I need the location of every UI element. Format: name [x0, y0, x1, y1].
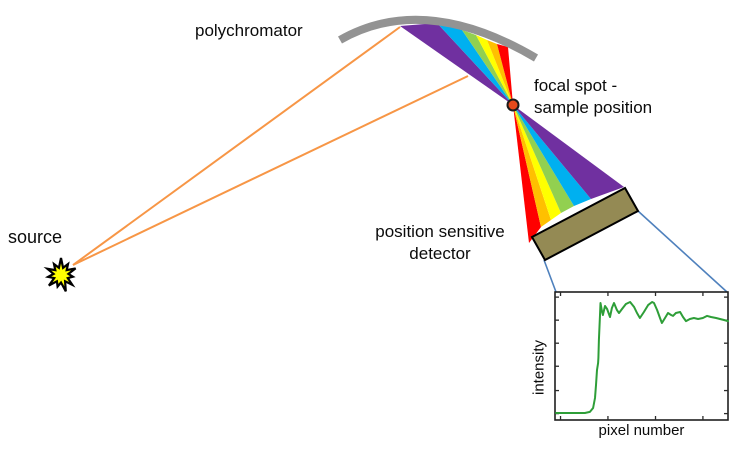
inset-intensity-chart — [554, 291, 729, 421]
leader-line-left — [543, 259, 557, 293]
polychromator-mirror — [338, 15, 539, 62]
fan-lower-yellow-band — [513, 105, 561, 220]
detector-slab — [530, 186, 640, 262]
leader-line-right — [637, 210, 728, 293]
fan-lower-blue-band — [513, 105, 591, 206]
fan-lower-red-band — [513, 105, 541, 243]
intensity-curve — [555, 301, 729, 414]
source-label: source — [8, 227, 63, 247]
fan-upper-violet-band — [400, 23, 513, 105]
fan-lower-orange-band — [513, 105, 551, 227]
focal-spot-label-line2: sample position — [534, 98, 653, 117]
detector-label: position sensitive detector — [350, 221, 530, 265]
chart-ylabel: intensity — [530, 339, 548, 396]
source-ray-lower — [72, 75, 469, 266]
source-starburst-icon — [43, 257, 77, 292]
source-ray-upper — [72, 26, 401, 266]
fan-upper-red-band — [497, 44, 513, 105]
focal-spot-label-line1: focal spot - — [534, 76, 618, 95]
chart-xlabel: pixel number — [598, 422, 685, 439]
fan-upper-green-band — [462, 30, 513, 105]
detector-label-line2: detector — [409, 244, 471, 263]
focal-spot-label: focal spot - sample position — [534, 75, 652, 119]
chart-axis-ticks — [555, 292, 728, 420]
fan-upper-orange-band — [487, 40, 513, 105]
chart-frame — [554, 291, 729, 421]
detector-label-line1: position sensitive — [375, 222, 505, 241]
spectrum-fan-lower — [513, 105, 624, 243]
fan-lower-violet-band — [513, 105, 624, 199]
fan-lower-green-band — [513, 105, 574, 213]
polychromator-label: polychromator — [195, 21, 303, 40]
fan-upper-yellow-band — [476, 35, 513, 105]
fan-upper-blue-band — [437, 23, 513, 105]
focal-spot-dot — [506, 98, 520, 112]
spectrum-fan-upper — [400, 23, 513, 105]
